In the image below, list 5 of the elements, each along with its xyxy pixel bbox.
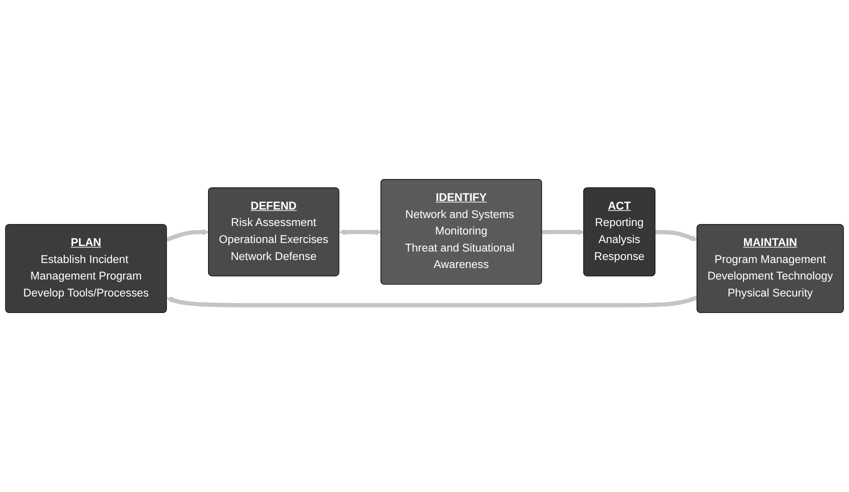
- arrow: [166, 229, 210, 242]
- arrow: [542, 229, 584, 236]
- arrow: [339, 229, 382, 236]
- arrow: [655, 230, 698, 242]
- arrow: [166, 295, 698, 308]
